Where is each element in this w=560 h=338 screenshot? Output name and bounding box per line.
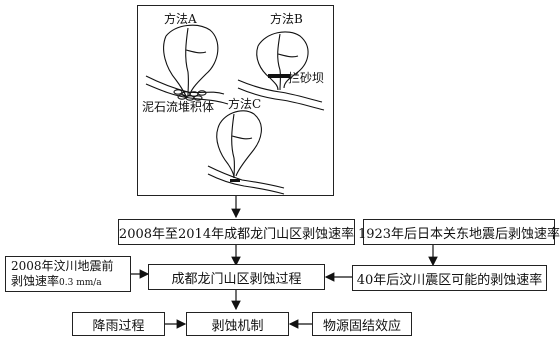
consolidation-text: 物源固结效应 — [322, 318, 401, 334]
method-a-label: 方法A — [164, 12, 197, 26]
catchment-sketch-a — [145, 24, 229, 105]
catchment-sketches — [145, 24, 325, 195]
rainfall-text: 降雨过程 — [92, 318, 145, 334]
method-b-label: 方法B — [270, 12, 303, 26]
consolidation-box: 物源固结效应 — [312, 312, 412, 336]
after-40-box: 40年后汶川震区可能的剥蚀速率 — [352, 265, 547, 291]
kanto-1923-text: 1923年后日本关东地震后剥蚀速率 — [357, 226, 560, 242]
rate-2008-2014-text: 2008年至2014年成都龙门山区剥蚀速率 — [118, 226, 355, 242]
debris-deposit-label: 泥石流堆积体 — [142, 100, 215, 114]
mechanism-text: 剥蚀机制 — [211, 318, 264, 334]
wenchuan-before-label: 剥蚀速率 — [11, 273, 60, 288]
mechanism-box: 剥蚀机制 — [186, 312, 289, 336]
debris-deposit-c — [230, 179, 240, 182]
wenchuan-before-value: 0.3 mm/a — [59, 277, 102, 288]
process-text: 成都龙门山区剥蚀过程 — [171, 271, 302, 287]
wenchuan-before-line1: 2008年汶川地震前 — [11, 258, 114, 273]
process-box: 成都龙门山区剥蚀过程 — [148, 264, 325, 290]
sediment-dam — [268, 74, 290, 78]
catchment-sketch-c — [207, 110, 285, 195]
kanto-1923-box: 1923年后日本关东地震后剥蚀速率 — [358, 219, 560, 245]
method-c-label: 方法C — [228, 97, 262, 111]
wenchuan-before-box: 2008年汶川地震前 剥蚀速率0.3 mm/a — [5, 256, 131, 292]
rate-2008-2014-box: 2008年至2014年成都龙门山区剥蚀速率 — [118, 219, 355, 245]
methods-panel: 方法A 方法B 泥石流堆积体 方法C 拦砂坝 — [137, 5, 334, 196]
rainfall-box: 降雨过程 — [72, 312, 165, 336]
wenchuan-before-line2: 剥蚀速率0.3 mm/a — [11, 274, 102, 289]
after-40-text: 40年后汶川震区可能的剥蚀速率 — [356, 272, 543, 288]
dam-label: 拦砂坝 — [288, 71, 325, 85]
